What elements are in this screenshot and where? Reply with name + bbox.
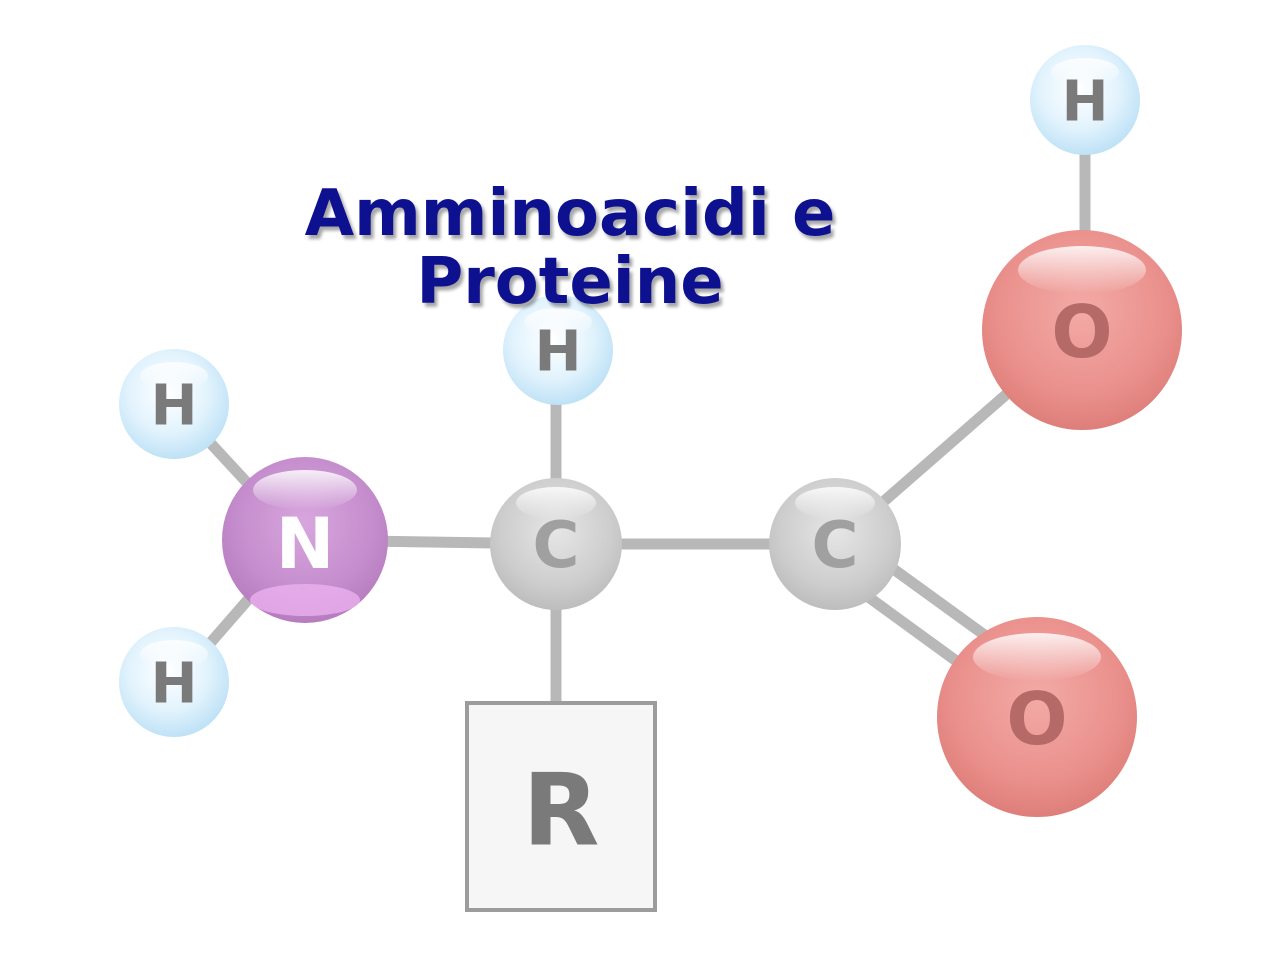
atom-hydrogen-amino-top: H	[119, 349, 229, 459]
atom-carbon-alpha: C	[490, 478, 622, 610]
carbonyl-oxygen-label: O	[1006, 677, 1067, 761]
hydroxyl-oxygen-label: O	[1051, 290, 1112, 374]
nitrogen-label: N	[276, 503, 335, 585]
atom-nitrogen: N	[222, 457, 388, 623]
atom-hydrogen-amino-bottom: H	[119, 627, 229, 737]
atom-oxygen-hydroxyl: O	[982, 230, 1182, 430]
title-line-1: Amminoacidi e	[304, 177, 836, 251]
alpha-hydrogen-label: H	[535, 320, 582, 385]
atom-hydrogen-alpha: H	[503, 295, 613, 405]
side-chain-label: R	[522, 752, 599, 869]
carboxyl-carbon-label: C	[812, 509, 859, 583]
amino-hydrogen-top-label: H	[151, 374, 198, 439]
alpha-carbon-label: C	[533, 509, 580, 583]
atom-carbon-carboxyl: C	[769, 478, 901, 610]
hydroxyl-hydrogen-label: H	[1062, 70, 1109, 135]
slide-title: Amminoacidi e Proteine	[240, 180, 900, 316]
title-line-2: Proteine	[416, 245, 724, 319]
atom-hydrogen-hydroxyl: H	[1030, 45, 1140, 155]
amino-hydrogen-bottom-label: H	[151, 652, 198, 717]
atom-oxygen-carbonyl: O	[937, 617, 1137, 817]
side-chain-box: R	[465, 701, 657, 912]
